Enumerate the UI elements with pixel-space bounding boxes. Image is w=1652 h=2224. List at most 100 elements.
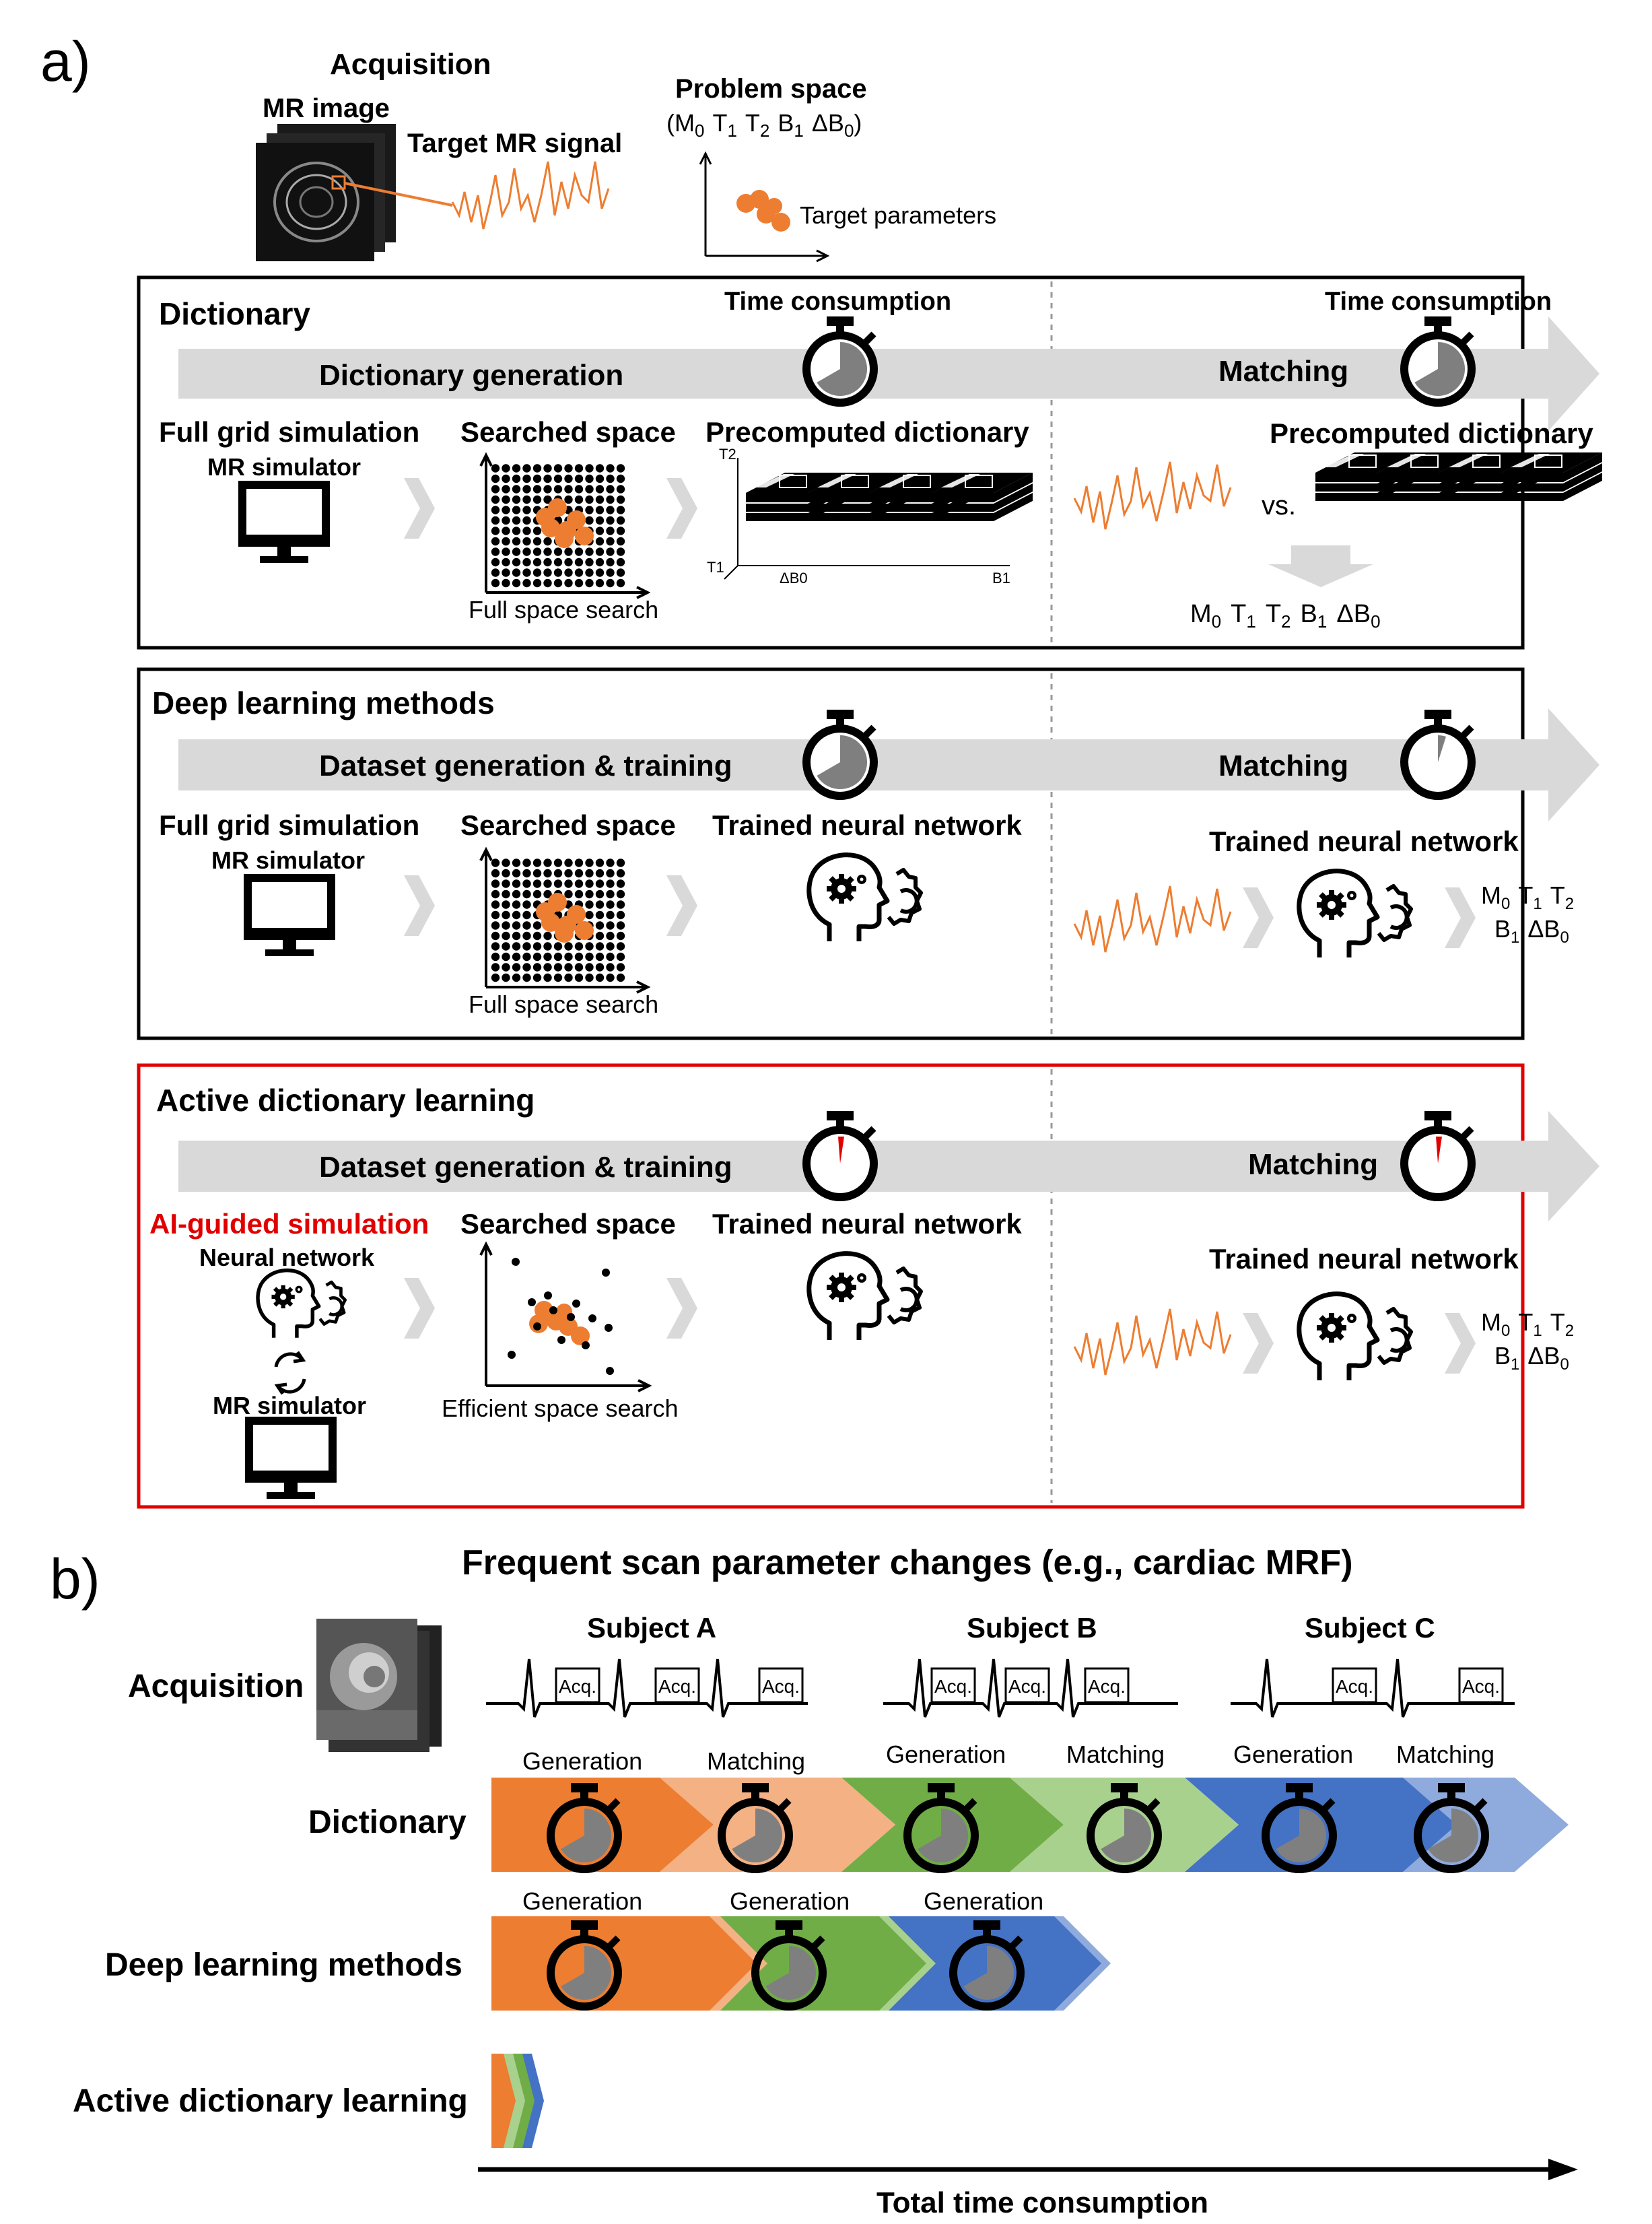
grid-dot — [543, 568, 552, 577]
grid-dot — [522, 900, 531, 909]
grid-dot — [522, 485, 531, 494]
grid-dot — [522, 952, 531, 962]
grid-dot — [585, 869, 594, 878]
grid-dot — [574, 879, 584, 888]
subject-b: Subject B — [967, 1612, 1097, 1644]
deep-learning-mr-simulator: MR simulator — [211, 846, 365, 874]
grid-dot — [491, 942, 500, 951]
grid-dot — [491, 889, 500, 899]
dl-gen-b: Generation — [730, 1887, 850, 1915]
grid-dot — [585, 858, 594, 867]
grid-dot — [512, 879, 521, 888]
grid-dot — [502, 952, 510, 962]
grid-dot — [585, 879, 594, 888]
grid-dot — [522, 963, 531, 972]
grid-dot — [543, 495, 552, 504]
target-point — [555, 529, 574, 548]
grid-dot — [595, 931, 605, 941]
time-axis-arrowhead — [1548, 2159, 1578, 2180]
chevron-icon — [404, 478, 435, 539]
dictionary-time2: Time consumption — [1325, 288, 1552, 316]
grid-dot — [532, 464, 542, 473]
grid-dot — [606, 879, 615, 888]
grid-dot — [543, 973, 552, 982]
grid-dot — [543, 558, 552, 567]
grid-dot — [532, 537, 542, 546]
grid-dot — [543, 942, 552, 951]
grid-dot — [616, 578, 625, 588]
deep-learning-trained-nn2: Trained neural network — [1209, 825, 1519, 857]
grid-dot — [502, 931, 510, 941]
grid-dot — [553, 568, 563, 577]
acq-box — [758, 1667, 804, 1704]
dictionary-stage2: Matching — [1218, 355, 1348, 388]
grid-dot — [522, 869, 531, 878]
grid-dot — [491, 495, 500, 504]
dl-gen-c: Generation — [924, 1887, 1043, 1915]
grid-dot — [502, 506, 510, 514]
acq-label: Acq. — [762, 1676, 800, 1697]
grid-dot — [553, 973, 563, 982]
grid-dot — [491, 516, 500, 525]
grid-dot — [522, 889, 531, 899]
active-mr-simulator: MR simulator — [213, 1392, 366, 1419]
grid-dot — [595, 889, 605, 899]
dictionary-grid-plot — [479, 452, 651, 599]
axis-t1: T1 — [707, 559, 724, 576]
grid-dot — [564, 464, 573, 473]
grid-dot — [616, 963, 625, 972]
head-gear-icon — [809, 855, 921, 941]
grid-dot — [574, 952, 584, 962]
grid-dot — [532, 558, 542, 567]
grid-dot — [585, 558, 594, 567]
grid-dot — [532, 889, 542, 899]
panel-b-label: b) — [50, 1547, 100, 1611]
grid-dot — [606, 858, 615, 867]
dictionary-stage1: Dictionary generation — [319, 359, 623, 392]
grid-dot — [543, 858, 552, 867]
grid-dot — [522, 858, 531, 867]
chevron-icon — [666, 1278, 697, 1339]
problem-space-axes — [699, 151, 830, 263]
grid-dot — [606, 464, 615, 473]
grid-dot — [543, 537, 552, 546]
grid-dot — [595, 558, 605, 567]
grid-dot — [512, 900, 521, 909]
target-point — [575, 527, 594, 545]
grid-dot — [502, 942, 510, 951]
grid-dot — [532, 931, 542, 941]
grid-dot — [616, 558, 625, 567]
grid-dot — [616, 464, 625, 473]
grid-dot — [522, 495, 531, 504]
grid-dot — [502, 879, 510, 888]
grid-dot — [606, 910, 615, 920]
total-time-label: Total time consumption — [876, 2186, 1208, 2219]
grid-dot — [574, 547, 584, 556]
grid-dot — [574, 963, 584, 972]
active-scatter-plot — [479, 1241, 652, 1392]
grid-dot — [585, 910, 594, 920]
acq-box — [1084, 1667, 1130, 1704]
grid-dot — [595, 506, 605, 514]
grid-dot — [532, 879, 542, 888]
grid-dot — [595, 485, 605, 494]
grid-dot — [595, 527, 605, 535]
grid-dot — [595, 495, 605, 504]
active-gray-arrow — [178, 1111, 1599, 1221]
grid-dot — [564, 568, 573, 577]
grid-dot — [585, 506, 594, 514]
grid-dot — [585, 568, 594, 577]
grid-dot — [522, 464, 531, 473]
target-signal-label: Target MR signal — [407, 129, 622, 158]
target-parameters-points — [736, 190, 790, 232]
grid-dot — [574, 568, 584, 577]
grid-dot — [616, 879, 625, 888]
deep-learning-stage2: Matching — [1218, 749, 1348, 782]
dict-gen-c: Generation — [1233, 1741, 1353, 1768]
grid-dot — [543, 879, 552, 888]
grid-dot — [553, 879, 563, 888]
mr-image — [256, 124, 396, 261]
dl-gen-a: Generation — [522, 1887, 642, 1915]
